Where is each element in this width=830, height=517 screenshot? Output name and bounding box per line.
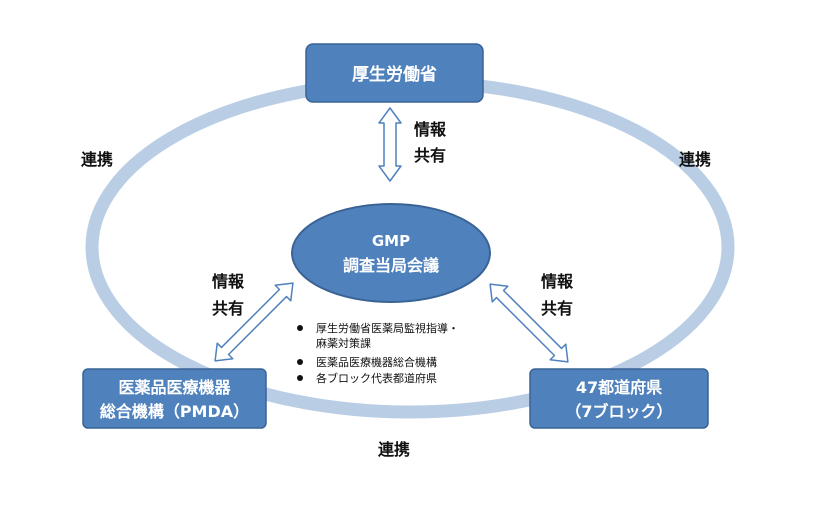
node-gmp-label-1: GMP (372, 232, 410, 250)
member-bullet (297, 359, 303, 365)
member-list: 厚生労働省医薬局監視指導・ 麻薬対策課 医薬品医療機器総合機構 各ブロック代表都… (297, 321, 459, 385)
info-label-left-1: 情報 (212, 272, 245, 291)
cooperation-label-left: 連携 (81, 150, 113, 169)
member-bullet (297, 375, 303, 381)
node-pmda: 医薬品医療機器 総合機構（PMDA） (82, 368, 267, 429)
cooperation-label-right: 連携 (679, 150, 711, 169)
node-prefectures: 47都道府県 （7ブロック） (529, 368, 709, 429)
member-item-2: 医薬品医療機器総合機構 (316, 355, 437, 369)
node-prefectures-label-2: （7ブロック） (565, 402, 672, 421)
node-mhlw: 厚生労働省 (305, 43, 484, 103)
info-arrow-right (489, 283, 569, 363)
info-label-left-2: 共有 (212, 299, 244, 318)
member-item-1-cont: 麻薬対策課 (316, 336, 371, 350)
info-arrow-top (378, 107, 402, 182)
member-item-1: 厚生労働省医薬局監視指導・ (316, 321, 459, 335)
info-label-right-2: 共有 (541, 299, 573, 318)
node-pmda-label-2: 総合機構（PMDA） (100, 402, 249, 421)
node-pmda-label-1: 医薬品医療機器 (118, 378, 231, 397)
member-item-3: 各ブロック代表都道府県 (316, 371, 437, 385)
node-mhlw-label: 厚生労働省 (352, 64, 437, 85)
info-label-top-2: 共有 (414, 146, 446, 165)
node-gmp-council: GMP 調査当局会議 (291, 203, 491, 303)
info-arrow-left (214, 282, 294, 362)
cooperation-label-bottom: 連携 (378, 440, 410, 459)
node-gmp-label-2: 調査当局会議 (343, 256, 439, 275)
info-label-right-1: 情報 (541, 272, 574, 291)
node-prefectures-label-1: 47都道府県 (576, 378, 662, 397)
info-label-top-1: 情報 (414, 120, 447, 139)
member-bullet (297, 325, 303, 331)
